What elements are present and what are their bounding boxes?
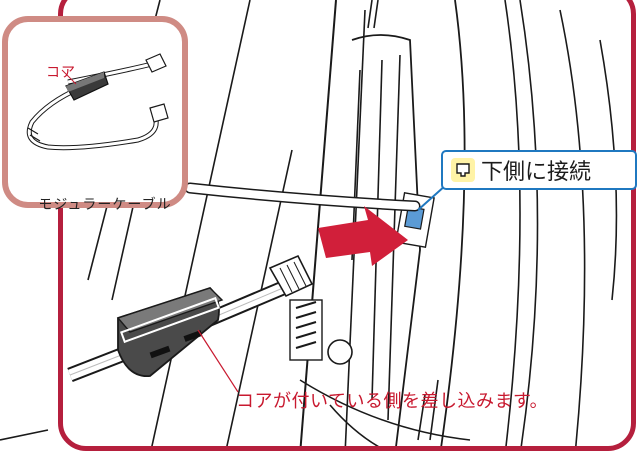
core-side-caption: コアが付いている側を差し込みます。 (236, 391, 549, 412)
callout-text: 下側に接続 (481, 160, 592, 185)
lan-port-icon (451, 158, 475, 182)
core-label: コア (46, 65, 76, 81)
connect-lower-callout: 下側に接続 (441, 150, 637, 190)
modular-cable-icon (26, 53, 169, 151)
modular-cable-label: モジュラーケーブル (38, 197, 172, 213)
modular-cable-inset: コア モジュラーケーブル (2, 16, 188, 213)
